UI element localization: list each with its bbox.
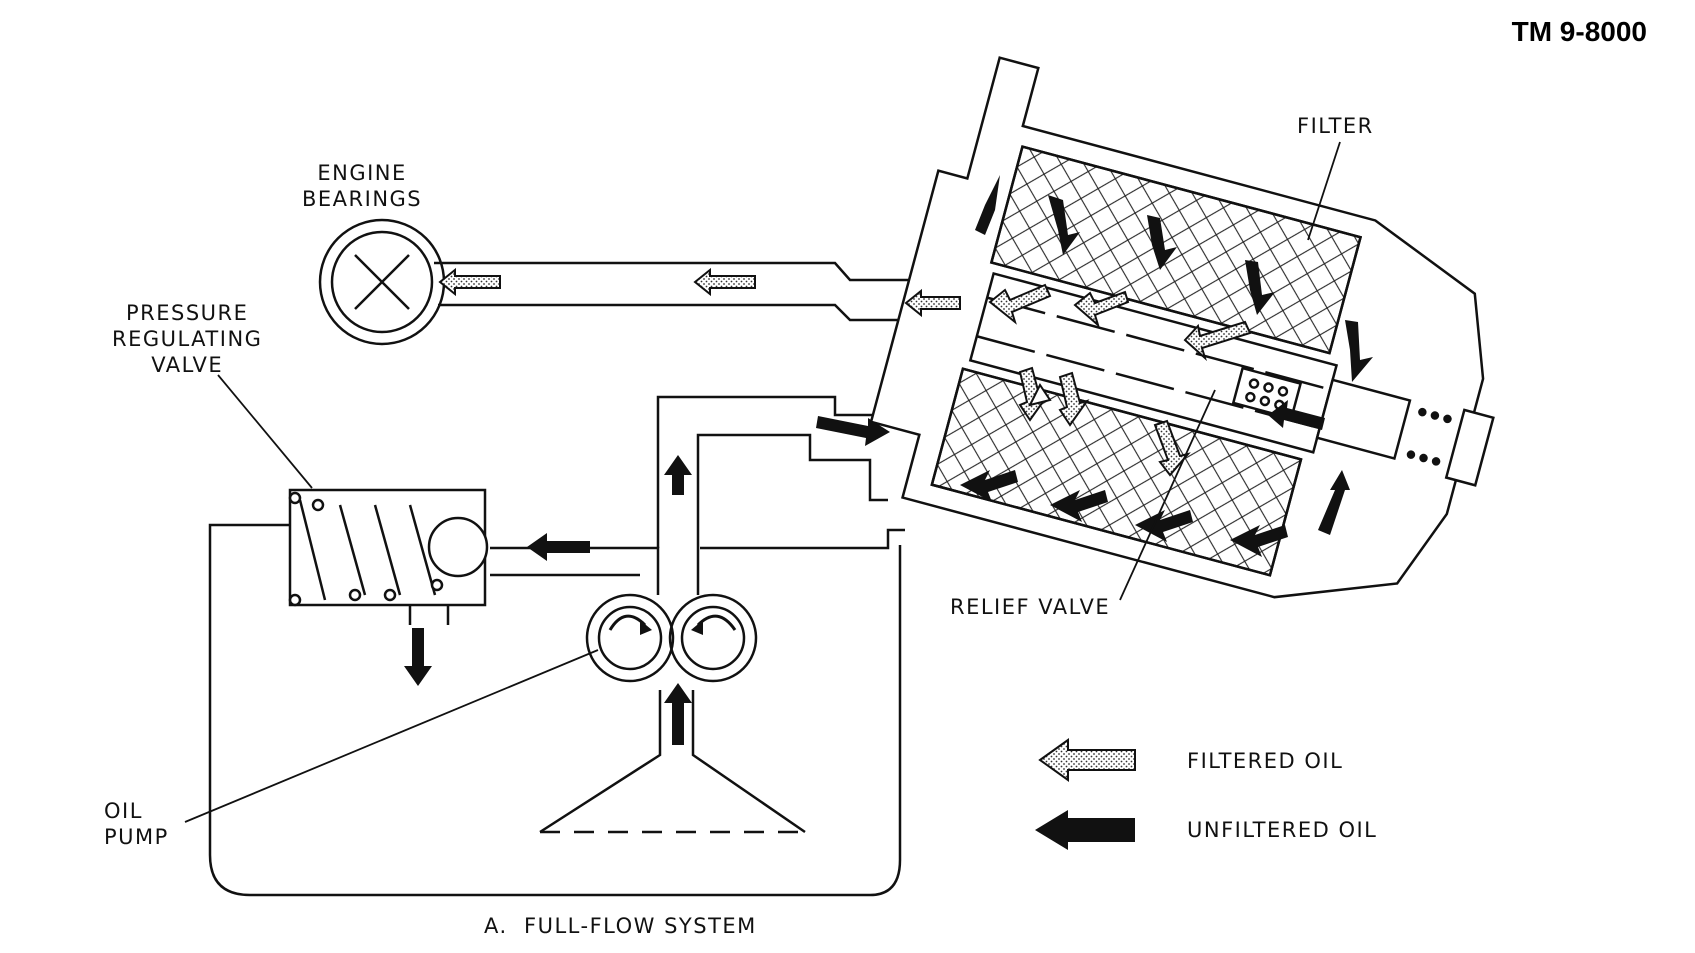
- pressure-regulating-valve-label: PRESSURE REGULATING VALVE: [112, 300, 262, 378]
- relief-valve-label: RELIEF VALVE: [950, 595, 1111, 619]
- prv-label-line-2: REGULATING: [112, 327, 263, 351]
- legend-filtered-oil: FILTERED OIL: [1187, 749, 1344, 773]
- engine-bearings-label: ENGINE BEARINGS: [302, 160, 422, 212]
- pressure-regulating-valve: [288, 488, 489, 625]
- engine-bearings-label-line-2: BEARINGS: [302, 187, 423, 211]
- oil-pump-label: OIL PUMP: [104, 798, 169, 850]
- engine-bearings: [318, 218, 925, 346]
- prv-label-line-3: VALVE: [151, 353, 224, 377]
- legend-unfiltered-oil: UNFILTERED OIL: [1187, 818, 1378, 842]
- oil-pickup: [539, 690, 806, 834]
- engine-bearings-label-line-1: ENGINE: [317, 161, 407, 185]
- figure-caption: A. FULL-FLOW SYSTEM: [484, 914, 757, 938]
- unfiltered-oil-arrow-icon: [1035, 810, 1135, 850]
- oil-pump: [585, 593, 758, 683]
- filtered-flow-arrows: [438, 267, 1252, 477]
- prv-label-line-1: PRESSURE: [126, 301, 249, 325]
- filtered-oil-arrow-icon: [1038, 738, 1136, 782]
- oil-pump-label-line-1: OIL: [104, 799, 143, 823]
- oil-filter: [869, 56, 1495, 599]
- unfiltered-flow-arrows: [404, 175, 1373, 745]
- pump-rotation-arrows: [608, 614, 737, 635]
- document-id: TM 9-8000: [1511, 16, 1647, 47]
- leader-lines: [184, 141, 1341, 823]
- oil-pump-label-line-2: PUMP: [104, 825, 169, 849]
- oil-sump: [208, 523, 902, 897]
- filter-label: FILTER: [1297, 114, 1374, 138]
- legend-swatches: [1035, 738, 1136, 850]
